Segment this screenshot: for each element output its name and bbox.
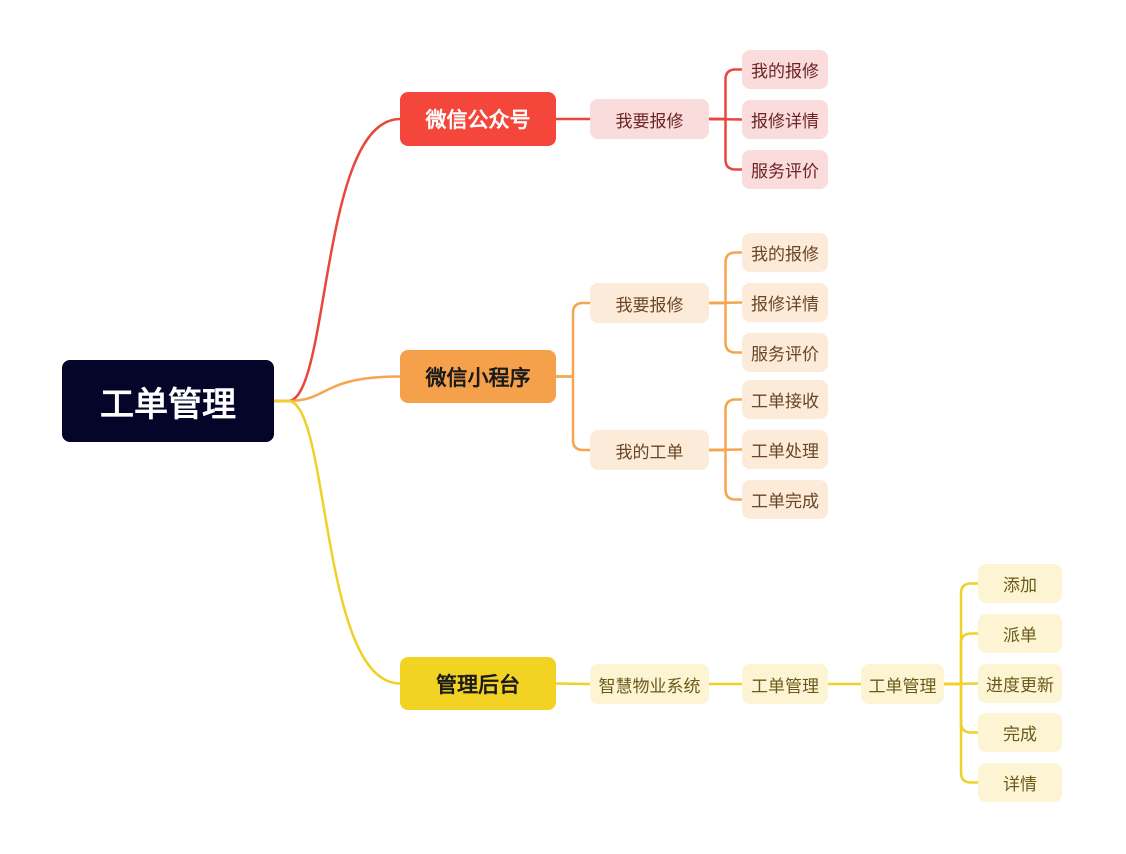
- topic-label: 我要报修: [615, 111, 684, 132]
- connector-line: [944, 682, 978, 784]
- subtopic[interactable]: 智慧物业系统: [590, 664, 709, 704]
- connector-line: [274, 375, 401, 403]
- subtopic[interactable]: 服务评价: [742, 333, 828, 372]
- topic-label: 工单管理: [751, 676, 819, 697]
- topic-label: 微信小程序: [425, 365, 531, 390]
- topic-label: 详情: [1003, 775, 1037, 795]
- subtopic[interactable]: 完成: [978, 713, 1062, 752]
- subtopic[interactable]: 添加: [978, 564, 1062, 603]
- branch-topic[interactable]: 管理后台: [400, 657, 556, 710]
- connector-line: [274, 399, 401, 685]
- topic-label: 我的报修: [751, 62, 819, 82]
- connector-line: [709, 68, 742, 121]
- topic-label: 我的工单: [615, 442, 684, 463]
- topic-label: 管理后台: [436, 672, 520, 697]
- subtopic[interactable]: 我的报修: [742, 233, 828, 272]
- topic-label: 工单管理: [868, 676, 937, 697]
- connector-line: [274, 117, 401, 403]
- connector-line: [944, 582, 978, 686]
- connector-line: [709, 301, 742, 354]
- connector-line: [555, 682, 591, 686]
- branch-topic[interactable]: 微信公众号: [400, 92, 556, 146]
- subtopic[interactable]: 派单: [978, 614, 1062, 653]
- subtopic[interactable]: 详情: [978, 763, 1062, 802]
- subtopic[interactable]: 工单处理: [742, 430, 828, 469]
- topic-label: 智慧物业系统: [598, 676, 701, 697]
- connector-line: [709, 117, 742, 171]
- topic-label: 添加: [1003, 576, 1037, 596]
- connector-line: [556, 301, 590, 378]
- topic-label: 报修详情: [751, 112, 819, 132]
- topic-label: 服务评价: [751, 345, 819, 365]
- subtopic[interactable]: 工单接收: [742, 380, 828, 419]
- branch-topic[interactable]: 微信小程序: [400, 350, 556, 403]
- topic-label: 我要报修: [615, 295, 684, 316]
- subtopic[interactable]: 进度更新: [978, 664, 1062, 703]
- connector-line: [556, 375, 590, 452]
- subtopic[interactable]: 服务评价: [742, 150, 828, 189]
- topic-label: 进度更新: [986, 676, 1054, 696]
- subtopic[interactable]: 报修详情: [742, 100, 828, 139]
- topic-label: 完成: [1003, 725, 1037, 745]
- subtopic[interactable]: 我要报修: [590, 283, 709, 323]
- subtopic[interactable]: 工单管理: [742, 664, 828, 704]
- topic-label: 工单处理: [751, 442, 819, 462]
- root-topic[interactable]: 工单管理: [62, 360, 274, 442]
- connector-line: [944, 632, 978, 686]
- topic-label: 微信公众号: [425, 108, 531, 132]
- subtopic[interactable]: 工单完成: [742, 480, 828, 519]
- subtopic[interactable]: 我的报修: [742, 50, 828, 89]
- subtopic[interactable]: 工单管理: [861, 664, 944, 704]
- connector-line: [709, 398, 742, 452]
- topic-label: 我的报修: [751, 245, 819, 265]
- topic-label: 派单: [1003, 626, 1037, 646]
- connector-line: [709, 448, 742, 501]
- topic-label: 报修详情: [751, 295, 819, 315]
- subtopic[interactable]: 我的工单: [590, 430, 709, 470]
- subtopic[interactable]: 报修详情: [742, 283, 828, 322]
- connector-line: [709, 251, 742, 305]
- topic-label: 工单完成: [751, 492, 819, 512]
- topic-label: 服务评价: [751, 162, 819, 182]
- subtopic[interactable]: 我要报修: [590, 99, 709, 139]
- topic-label: 工单管理: [100, 384, 236, 425]
- topic-label: 工单接收: [751, 392, 819, 412]
